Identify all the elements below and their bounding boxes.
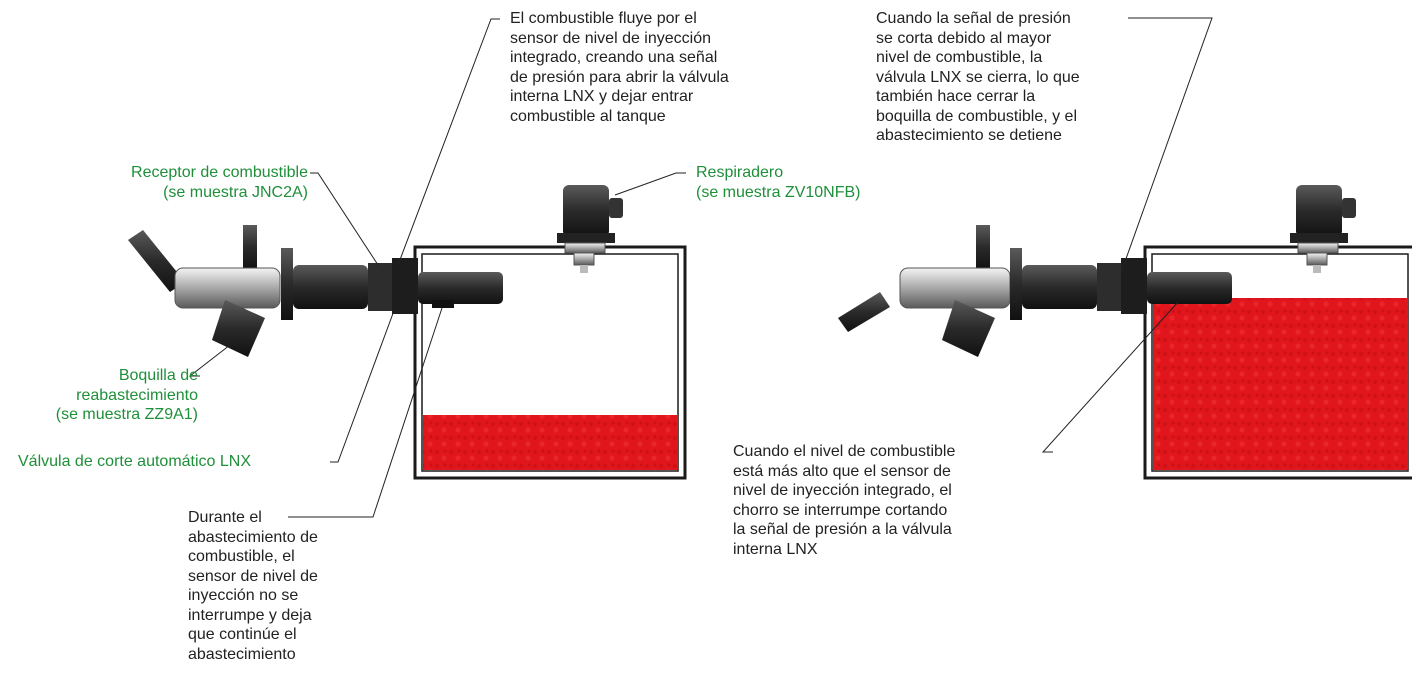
cuando-senal-label: Cuando la señal de presión se corta debi… [876,10,1080,144]
right-tank [1143,245,1412,480]
left-fuel-level [423,415,677,470]
left-vent-icon [557,185,623,273]
right-vent-icon [1290,185,1356,273]
valvula-label: Válvula de corte automático LNX [18,453,252,470]
leader-lines [188,17,1213,518]
flow-description-label: El combustible fluye por el sensor de ni… [510,10,729,125]
right-fuel-level [1153,298,1407,470]
respiradero-label: Respiradero (se muestra ZV10NFB) [696,164,861,201]
receptor-label: Receptor de combustible (se muestra JNC2… [131,164,308,201]
left-nozzle-assembly [128,225,503,357]
right-nozzle-assembly [838,225,1232,357]
cuando-nivel-label: Cuando el nivel de combustible está más … [733,443,956,558]
durante-label: Durante el abastecimiento de combustible… [188,509,318,663]
boquilla-label: Boquilla de reabastecimiento (se muestra… [55,367,198,423]
